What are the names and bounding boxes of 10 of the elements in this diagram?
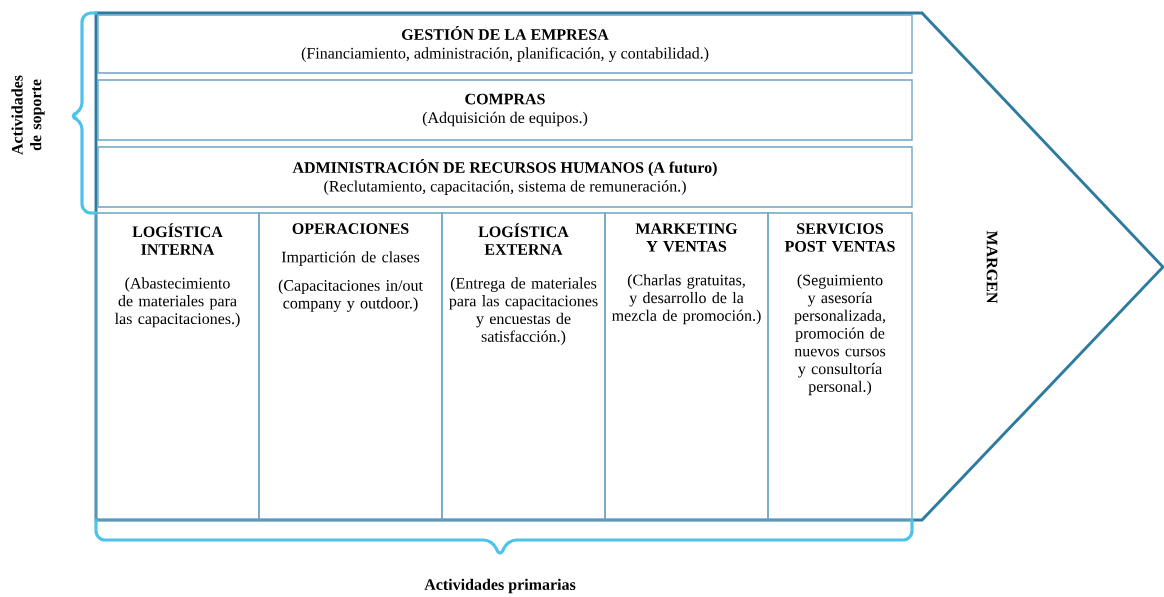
support-activity-box: GESTIÓN DE LA EMPRESA (Financiamiento, administración, planificación, y contabilidad.) — [97, 14, 913, 74]
primary-activity-box: SERVICIOS POST VENTAS (Seguimiento y asesoría personalizada, promoción de nuevos cursos y consultoría personal.) — [767, 212, 913, 521]
primary-activity-box: MARKETING Y VENTAS (Charlas gratuitas, y desarrollo de la mezcla de promoción.) — [604, 212, 769, 521]
primary-activity-box: LOGÍSTICA INTERNA (Abastecimiento de materiales para las capacitaciones.) — [95, 212, 260, 521]
axis-label: Actividades primarias — [424, 578, 576, 594]
axis-label: Actividades de soporte — [11, 75, 45, 155]
primary-activity-box: OPERACIONES Impartición de clases (Capacitaciones in/out company y outdoor.) — [258, 212, 443, 521]
support-activity-box: COMPRAS (Adquisición de equipos.) — [97, 79, 913, 141]
support-activity-box: ADMINISTRACIÓN DE RECURSOS HUMANOS (A futuro) (Reclutamiento, capacitación, sistema de remuneración.) — [97, 146, 913, 208]
primary-activity-box: LOGÍSTICA EXTERNA (Entrega de materiales para las capacitaciones y encuestas de satisfacción.) — [441, 212, 606, 521]
